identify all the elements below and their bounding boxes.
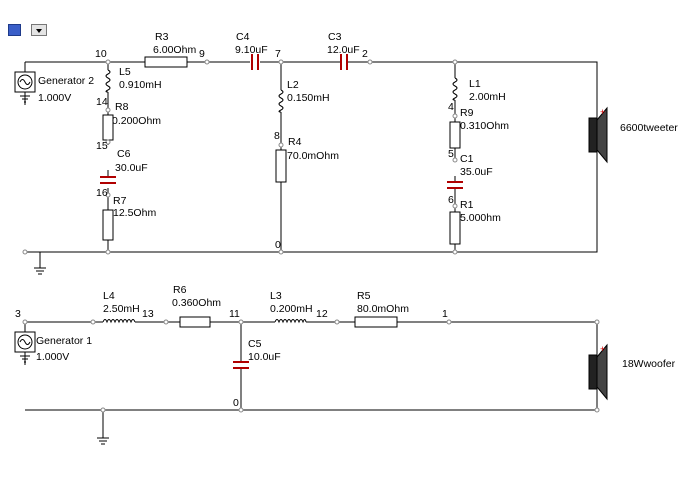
svg-text:+: +	[600, 107, 605, 117]
generator-2-value: 1.000V	[38, 92, 71, 104]
svg-text:0.310Ohm: 0.310Ohm	[460, 120, 509, 132]
svg-text:R6: R6	[173, 284, 187, 296]
svg-text:10: 10	[95, 48, 107, 60]
svg-text:R3: R3	[155, 31, 169, 43]
capacitor-C4[interactable]	[251, 54, 259, 70]
svg-text:L1: L1	[469, 78, 481, 90]
svg-text:8: 8	[274, 130, 280, 142]
svg-text:C1: C1	[460, 153, 474, 165]
svg-text:C3: C3	[328, 31, 342, 43]
svg-text:L4: L4	[103, 290, 115, 302]
generator-1-name: Generator 1	[36, 335, 92, 347]
toolbar	[8, 24, 47, 36]
capacitor-C1[interactable]	[447, 181, 463, 189]
ground-icon	[97, 437, 109, 445]
resistor-R5[interactable]	[354, 316, 398, 328]
resistor-R4[interactable]	[275, 149, 287, 183]
ground-icon	[34, 267, 46, 275]
svg-text:R8: R8	[115, 101, 129, 113]
svg-text:R1: R1	[460, 199, 474, 211]
svg-text:5: 5	[448, 148, 454, 160]
inductor-L1[interactable]	[452, 77, 458, 101]
chevron-down-icon[interactable]	[31, 24, 47, 36]
capacitor-C6[interactable]	[100, 176, 116, 184]
tweeter-label: 6600tweeter	[620, 122, 678, 134]
speaker-icon[interactable]: +	[588, 106, 608, 164]
speaker-icon[interactable]: +	[588, 343, 608, 401]
svg-text:R9: R9	[460, 107, 474, 119]
svg-text:6: 6	[448, 194, 454, 206]
inductor-L3[interactable]	[274, 319, 307, 324]
upper-nodes	[22, 59, 458, 255]
svg-text:C4: C4	[236, 31, 250, 43]
resistor-R7[interactable]	[102, 209, 114, 241]
svg-text:0: 0	[233, 397, 239, 409]
svg-text:80.0mOhm: 80.0mOhm	[357, 303, 409, 315]
svg-text:L5: L5	[119, 66, 131, 78]
resistor-R1[interactable]	[449, 211, 461, 245]
generator-1-value: 1.000V	[36, 351, 69, 363]
resistor-R3[interactable]	[144, 56, 188, 68]
svg-text:0.150mH: 0.150mH	[287, 92, 330, 104]
svg-text:R5: R5	[357, 290, 371, 302]
svg-text:6.00Ohm: 6.00Ohm	[153, 44, 196, 56]
svg-text:12: 12	[316, 308, 328, 320]
color-swatch-button[interactable]	[8, 24, 21, 36]
svg-text:10.0uF: 10.0uF	[248, 351, 281, 363]
svg-text:1: 1	[442, 308, 448, 320]
svg-text:R7: R7	[113, 195, 127, 207]
svg-text:15: 15	[96, 140, 108, 152]
svg-text:L2: L2	[287, 79, 299, 91]
lower-circuit: Generator 1 1.000V L4 2.50mH R6 0.360Ohm…	[14, 284, 676, 445]
svg-text:0.200mH: 0.200mH	[270, 303, 313, 315]
lower-nodes	[22, 319, 600, 413]
upper-circuit: Generator 2 1.000V L5 0.910mH R8 0.200Oh…	[14, 31, 678, 275]
svg-text:C6: C6	[117, 148, 131, 160]
svg-text:12.5Ohm: 12.5Ohm	[113, 207, 156, 219]
resistor-R9[interactable]	[449, 121, 461, 149]
generator-2[interactable]	[14, 71, 36, 103]
svg-text:9: 9	[199, 48, 205, 60]
inductor-L4[interactable]	[102, 319, 136, 324]
svg-text:70.0mOhm: 70.0mOhm	[287, 150, 339, 162]
generator-2-name: Generator 2	[38, 75, 94, 87]
svg-text:3: 3	[15, 308, 21, 320]
svg-text:2: 2	[362, 48, 368, 60]
svg-text:0.200Ohm: 0.200Ohm	[112, 115, 161, 127]
svg-text:7: 7	[275, 48, 281, 60]
svg-text:9.10uF: 9.10uF	[235, 44, 268, 56]
svg-text:14: 14	[96, 96, 108, 108]
inductor-L5[interactable]	[105, 69, 111, 93]
svg-text:35.0uF: 35.0uF	[460, 166, 493, 178]
svg-text:0.360Ohm: 0.360Ohm	[172, 297, 221, 309]
svg-text:0.910mH: 0.910mH	[119, 79, 162, 91]
capacitor-C3[interactable]	[340, 54, 348, 70]
svg-text:13: 13	[142, 308, 154, 320]
svg-text:+: +	[600, 344, 605, 354]
svg-text:5.000hm: 5.000hm	[460, 212, 501, 224]
svg-text:2.50mH: 2.50mH	[103, 303, 140, 315]
capacitor-C5[interactable]	[233, 361, 249, 369]
woofer-label: 18Wwoofer	[622, 358, 676, 370]
svg-text:R4: R4	[288, 136, 302, 148]
generator-1[interactable]	[14, 331, 36, 363]
svg-text:2.00mH: 2.00mH	[469, 91, 506, 103]
svg-text:30.0uF: 30.0uF	[115, 162, 148, 174]
inductor-L2[interactable]	[278, 89, 284, 113]
resistor-R6[interactable]	[179, 316, 211, 328]
svg-text:4: 4	[448, 101, 454, 113]
svg-text:11: 11	[229, 308, 240, 320]
svg-text:C5: C5	[248, 338, 262, 350]
svg-text:16: 16	[96, 187, 108, 199]
svg-text:12.0uF: 12.0uF	[327, 44, 360, 56]
svg-text:0: 0	[275, 239, 281, 251]
svg-text:L3: L3	[270, 290, 282, 302]
